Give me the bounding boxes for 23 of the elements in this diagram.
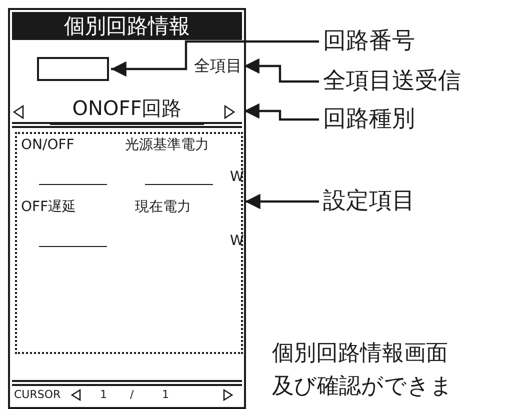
page-separator: / bbox=[130, 389, 134, 400]
note-text: 個別回路情報画面 bbox=[272, 343, 448, 365]
setting-label: OFF遅延 bbox=[21, 200, 76, 214]
callout-text: 設定項目 bbox=[323, 190, 415, 213]
item-label: 全項目 bbox=[194, 58, 242, 74]
page-number: 1 bbox=[100, 389, 107, 400]
note-text: 及び確認ができま bbox=[272, 376, 453, 398]
selector-value: ONOFF回路 bbox=[50, 98, 204, 125]
footer-label: CURSOR bbox=[14, 389, 61, 400]
callout-text: 回路種別 bbox=[323, 108, 415, 131]
leader-line bbox=[244, 103, 319, 121]
setting-label: ON/OFF bbox=[21, 138, 74, 152]
page-number: 1 bbox=[162, 389, 169, 400]
screen-title: 個別回路情報 bbox=[12, 12, 242, 40]
callout-text: 回路番号 bbox=[323, 30, 415, 53]
setting-label: 光源基準電力 bbox=[125, 138, 209, 152]
setting-label: 現在電力 bbox=[135, 200, 191, 214]
callout-text: 全項目送受信 bbox=[323, 70, 461, 93]
settings-area bbox=[15, 132, 243, 354]
leader-line bbox=[111, 40, 319, 77]
number-field bbox=[37, 57, 109, 81]
leader-line bbox=[244, 58, 319, 83]
leader-line bbox=[245, 194, 319, 210]
